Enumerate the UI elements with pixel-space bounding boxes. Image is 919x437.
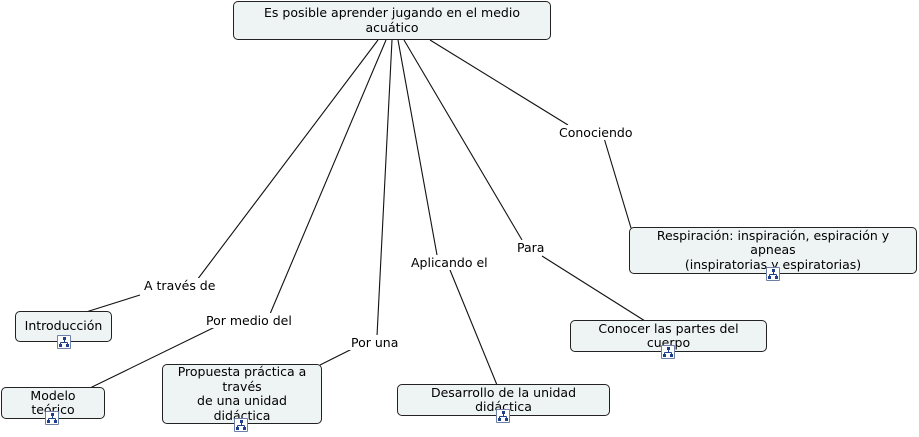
- link-label-por-una: Por una: [349, 335, 401, 350]
- link-label-aplicando-el: Aplicando el: [409, 255, 490, 270]
- concept-map-resource-icon[interactable]: [661, 345, 675, 359]
- concept-map-resource-icon[interactable]: [45, 411, 59, 425]
- link-label-por-medio-del: Por medio del: [204, 313, 294, 328]
- concept-map-resource-icon[interactable]: [496, 409, 510, 423]
- concept-map-resource-icon[interactable]: [234, 418, 248, 432]
- concept-propuesta-practica[interactable]: Propuesta práctica a través de una unida…: [162, 364, 322, 424]
- root-concept[interactable]: Es posible aprender jugando en el medio …: [233, 1, 551, 40]
- link-label-conociendo: Conociendo: [557, 125, 635, 140]
- link-label-a-traves-de: A través de: [142, 278, 218, 293]
- concept-map-resource-icon[interactable]: [57, 335, 71, 349]
- link-label-para: Para: [515, 240, 547, 255]
- concept-respiracion[interactable]: Respiración: inspiración, espiración y a…: [629, 227, 917, 274]
- concept-map-resource-icon[interactable]: [766, 267, 780, 281]
